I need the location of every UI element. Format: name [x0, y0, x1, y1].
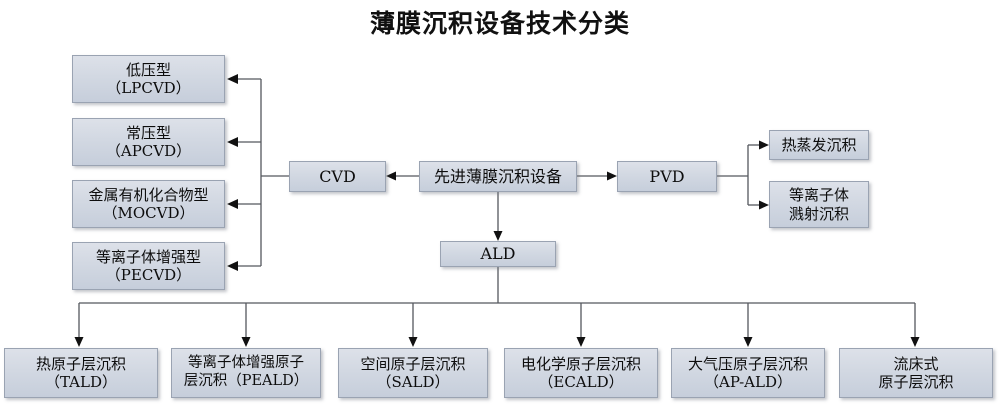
- node-apcvd[interactable]: 常压型 （APCVD）: [72, 118, 225, 166]
- node-thermal-evap[interactable]: 热蒸发沉积: [769, 130, 869, 160]
- arrowhead-cvd: [386, 171, 396, 181]
- node-root-label: 先进薄膜沉积设备: [433, 166, 562, 186]
- node-pecvd[interactable]: 等离子体增强型 （PECVD）: [72, 242, 225, 290]
- node-lpcvd[interactable]: 低压型 （LPCVD）: [72, 55, 225, 103]
- node-pvd[interactable]: PVD: [617, 161, 717, 192]
- node-cvd[interactable]: CVD: [289, 161, 386, 192]
- node-lpcvd-line2: （LPCVD）: [106, 79, 191, 97]
- node-ecald-line1: 电化学原子层沉积: [520, 354, 641, 373]
- node-apald-line1: 大气压原子层沉积: [687, 354, 808, 373]
- node-peald-line1: 等离子体增强原子: [188, 355, 304, 372]
- arrowhead-lpcvd: [227, 74, 238, 84]
- arrowhead-thermal-evap: [759, 140, 769, 150]
- node-ecald-line2: （ECALD）: [538, 373, 624, 391]
- node-tald-line1: 热原子层沉积: [35, 354, 126, 373]
- node-ald-label: ALD: [480, 244, 516, 264]
- node-plasma-sputter[interactable]: 等离子体 溅射沉积: [769, 181, 869, 228]
- arrowhead-mocvd: [227, 199, 238, 209]
- node-peald-line2: 层沉积（PEALD）: [183, 373, 309, 389]
- arrowhead-fbald: [910, 337, 920, 347]
- node-tald[interactable]: 热原子层沉积 （TALD）: [4, 348, 158, 398]
- node-fbald-line2: 原子层沉积: [878, 373, 954, 391]
- arrowhead-apcvd: [227, 137, 238, 147]
- node-ecald[interactable]: 电化学原子层沉积 （ECALD）: [504, 348, 658, 398]
- arrowhead-tald: [74, 337, 84, 347]
- node-mocvd-line2: （MOCVD）: [102, 204, 195, 222]
- node-fbald[interactable]: 流床式 原子层沉积: [839, 348, 993, 398]
- node-apald-line2: （AP-ALD）: [704, 373, 792, 391]
- arrowhead-apald: [743, 337, 753, 347]
- node-apald[interactable]: 大气压原子层沉积 （AP-ALD）: [671, 348, 825, 398]
- node-sald[interactable]: 空间原子层沉积 （SALD）: [338, 348, 488, 398]
- node-apcvd-line1: 常压型: [125, 123, 171, 142]
- node-pecvd-line1: 等离子体增强型: [95, 247, 201, 266]
- arrowhead-pvd: [607, 171, 617, 181]
- arrowhead-peald: [241, 337, 251, 347]
- node-root[interactable]: 先进薄膜沉积设备: [419, 161, 577, 192]
- node-plasma-sputter-line2: 溅射沉积: [788, 204, 849, 223]
- node-apcvd-line2: （APCVD）: [105, 142, 192, 160]
- node-cvd-label: CVD: [319, 166, 356, 186]
- arrowhead-ecald: [576, 337, 586, 347]
- node-pecvd-line2: （PECVD）: [105, 266, 192, 284]
- node-mocvd[interactable]: 金属有机化合物型 （MOCVD）: [72, 180, 225, 228]
- node-ald[interactable]: ALD: [440, 241, 556, 267]
- node-sald-line2: （SALD）: [376, 373, 450, 391]
- node-sald-line1: 空间原子层沉积: [360, 354, 466, 373]
- arrowhead-pecvd: [227, 261, 238, 271]
- node-plasma-sputter-line1: 等离子体: [788, 186, 849, 205]
- arrowhead-plasma-sputter: [759, 200, 769, 210]
- node-tald-line2: （TALD）: [44, 373, 117, 391]
- node-thermal-evap-line1: 热蒸发沉积: [781, 135, 857, 154]
- node-lpcvd-line1: 低压型: [125, 60, 171, 79]
- node-pvd-label: PVD: [649, 166, 685, 186]
- arrowhead-ald: [493, 231, 503, 241]
- node-mocvd-line1: 金属有机化合物型: [88, 185, 209, 204]
- page-title: 薄膜沉积设备技术分类: [369, 9, 630, 38]
- node-peald[interactable]: 等离子体增强原子 层沉积（PEALD）: [171, 348, 321, 398]
- node-fbald-line1: 流床式: [893, 354, 939, 373]
- arrowhead-sald: [408, 337, 418, 347]
